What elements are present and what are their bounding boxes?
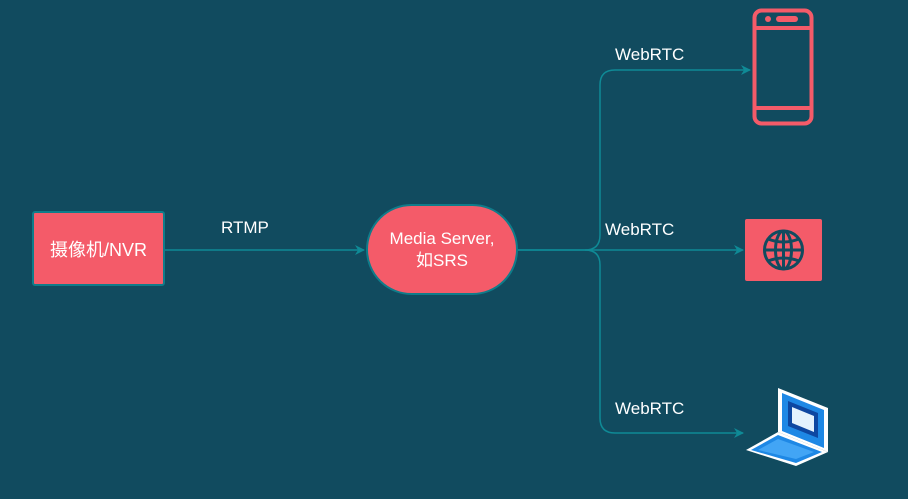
globe-icon[interactable] (745, 219, 822, 281)
camera-nvr-label: 摄像机/NVR (49, 239, 147, 260)
edge-webrtc-bottom (584, 249, 744, 438)
camera-nvr-node[interactable]: 摄像机/NVR (32, 211, 165, 286)
media-server-label-line1: Media Server, (389, 228, 495, 248)
media-server-label-line2: 如SRS (416, 250, 468, 270)
laptop-icon[interactable] (744, 386, 831, 468)
smartphone-icon[interactable] (752, 8, 814, 126)
rtmp-label: RTMP (221, 218, 269, 237)
media-server-node[interactable]: Media Server, 如SRS (366, 204, 518, 295)
webrtc-middle-label: WebRTC (605, 220, 675, 239)
edge-webrtc-top (518, 65, 751, 251)
webrtc-top-label: WebRTC (615, 45, 685, 64)
webrtc-bottom-label: WebRTC (615, 399, 685, 418)
